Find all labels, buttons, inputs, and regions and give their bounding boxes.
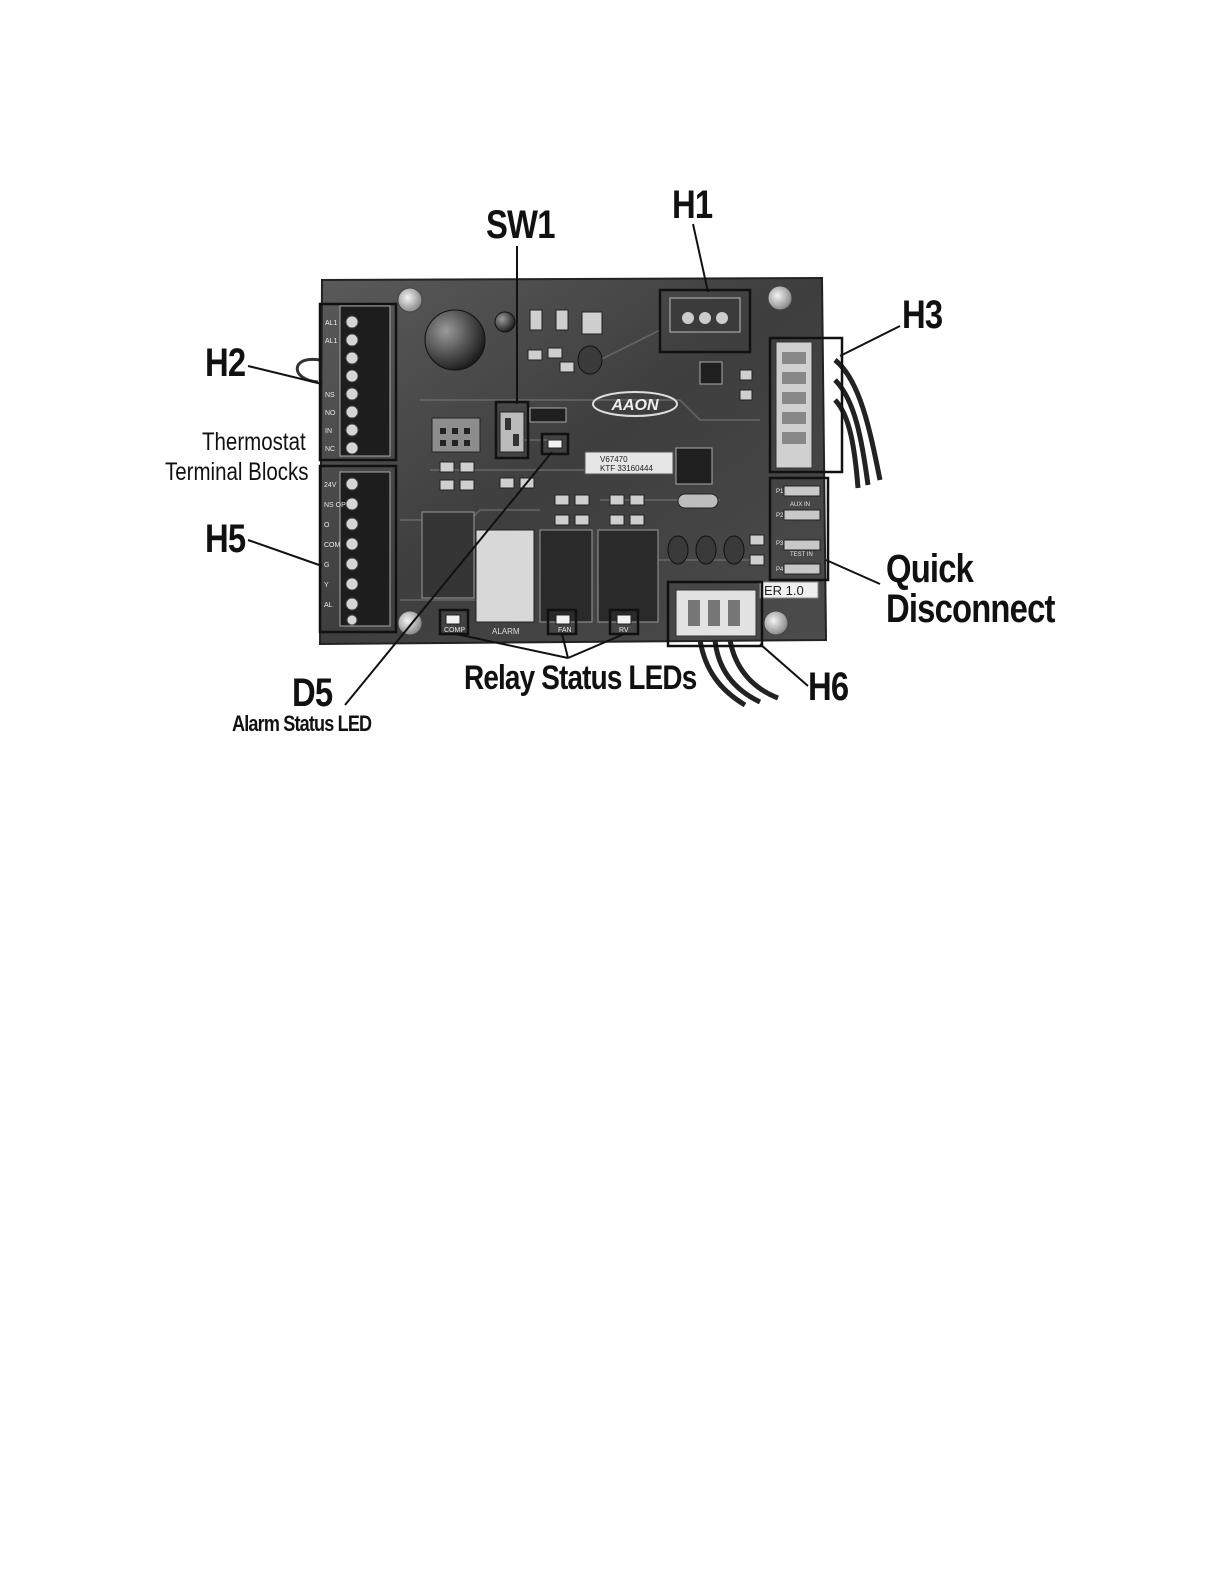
- d5-alarm-led-icon: [548, 440, 562, 448]
- h6-label: H6: [808, 666, 848, 708]
- capacitor-icon: [425, 310, 485, 370]
- sw1-dip-switch-icon: [500, 412, 524, 452]
- microcontroller-icon: [676, 448, 712, 484]
- d5-label: D5: [292, 672, 332, 714]
- h2-pin-label: NC: [325, 446, 335, 453]
- comp-led-icon: [446, 615, 460, 624]
- quick-disconnect-pin-label: P1: [776, 489, 784, 495]
- screw-icon: [764, 611, 788, 635]
- h5-pin-label: Y: [324, 582, 329, 589]
- mov-icon: [696, 536, 716, 564]
- h3-label: H3: [902, 294, 942, 336]
- aaon-logo-text: AAON: [610, 397, 659, 414]
- quick-disconnect-pin-label: P2: [776, 513, 784, 519]
- quick-disconnect-pin-label: TEST IN: [790, 552, 813, 558]
- led-silkscreen-label: FAN: [558, 627, 572, 634]
- quick-disconnect-pin-label: P3: [776, 541, 784, 547]
- transformer-icon: [422, 512, 474, 598]
- quick-disconnect-line1: Quick: [886, 548, 973, 590]
- h5-pin-label: NS OP: [324, 502, 346, 509]
- h5-label: H5: [205, 518, 245, 560]
- part-label-line2: KTF 33160444: [600, 464, 653, 473]
- thermostat-line1: Thermostat: [202, 428, 306, 456]
- h2-label: H2: [205, 342, 245, 384]
- screw-icon: [398, 288, 422, 312]
- h2-pin-label: NO: [325, 410, 336, 417]
- alarm-relay-icon: [476, 530, 534, 622]
- h1-label: H1: [672, 184, 712, 226]
- fan-relay-icon: [540, 530, 592, 622]
- quick-disconnect-pin-label: P4: [776, 567, 784, 573]
- mov-icon: [724, 536, 744, 564]
- alarm-silkscreen: ALARM: [492, 627, 520, 636]
- h5-pin-label: COM: [324, 542, 341, 549]
- ic-chip-icon: [700, 362, 722, 384]
- thermostat-line2: Terminal Blocks: [165, 458, 309, 486]
- h2-pin-label: NS: [325, 392, 335, 399]
- d5-description: Alarm Status LED: [232, 712, 371, 736]
- mov-icon: [578, 346, 602, 374]
- crystal-icon: [678, 494, 718, 508]
- h4-header-icon: [432, 418, 480, 452]
- quick-disconnect-line2: Disconnect: [886, 588, 1055, 630]
- capacitor-icon: [495, 312, 515, 332]
- rv-relay-icon: [598, 530, 658, 622]
- h5-pin-label: G: [324, 562, 329, 569]
- h5-terminal-block: [340, 472, 390, 626]
- h2-pin-label: IN: [325, 428, 332, 435]
- version-text: ER 1.0: [764, 583, 804, 598]
- mov-icon: [668, 536, 688, 564]
- relay-status-leds-label: Relay Status LEDs: [464, 660, 696, 696]
- fan-led-icon: [556, 615, 570, 624]
- sw1-label: SW1: [486, 204, 555, 246]
- screw-icon: [768, 286, 792, 310]
- h5-pin-label: O: [324, 522, 330, 529]
- rv-led-icon: [617, 615, 631, 624]
- quick-disconnect-pin-label: AUX IN: [790, 502, 810, 508]
- ic-chip-icon: [530, 408, 566, 422]
- h5-pin-label: 24V: [324, 482, 337, 489]
- h2-pin-label: AL1: [325, 338, 338, 345]
- led-silkscreen-label: COMP: [444, 627, 465, 634]
- led-silkscreen-label: RV: [619, 627, 629, 634]
- h2-terminal-block: [340, 306, 390, 456]
- h2-pin-label: AL1: [325, 320, 338, 327]
- h5-pin-label: AL: [324, 602, 333, 609]
- part-label-line1: V67470: [600, 455, 628, 464]
